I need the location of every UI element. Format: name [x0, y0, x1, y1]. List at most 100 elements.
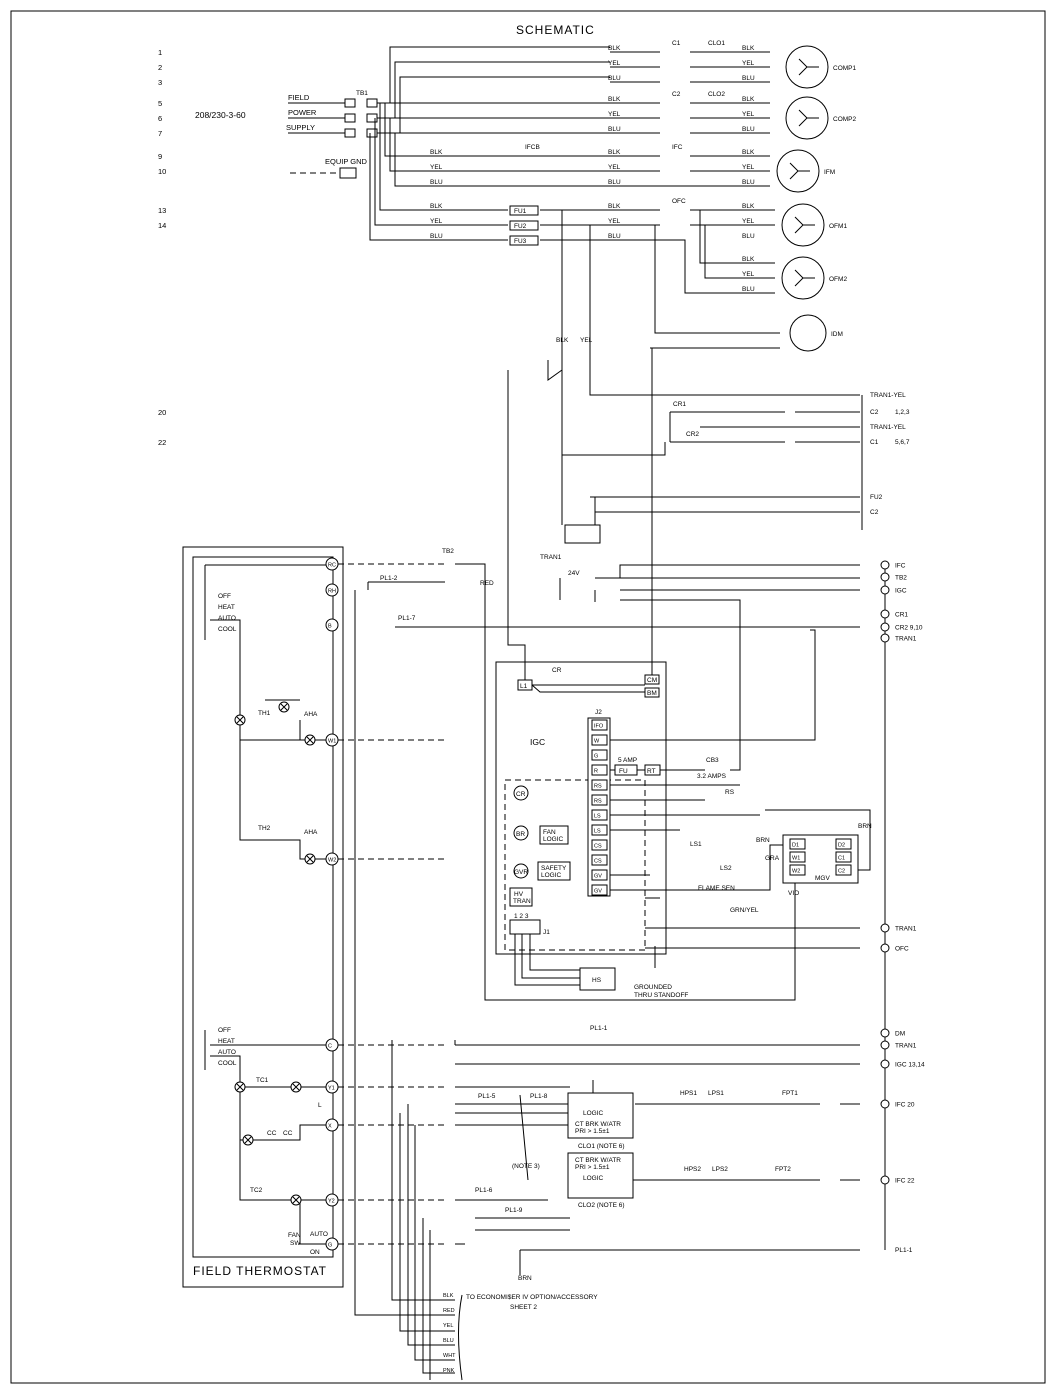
fan-sw-2: SW [290, 1240, 301, 1247]
clo2-ct: CT BRK W/ATR [575, 1157, 621, 1164]
j2-pin-label: G [594, 754, 598, 760]
j2-pin-label: IFO [594, 724, 604, 730]
c2-label: C2 [672, 91, 681, 98]
ifcb-label: IFCB [525, 144, 540, 151]
power-word-label: POWER [288, 108, 317, 117]
grounded-2: THRU STANDOFF [634, 992, 688, 999]
grn-yel-label-2: GRN/YEL [730, 907, 759, 914]
right-ref-label: IFC 22 [895, 1178, 915, 1185]
br-coil: BR [516, 831, 525, 838]
l-label: L [318, 1102, 322, 1109]
wire-label: BLK [608, 203, 621, 210]
tstat-terminal [325, 618, 339, 632]
flame-sen-label: FLAME SEN [698, 885, 735, 892]
clo2-note: CLO2 (NOTE 6) [578, 1202, 625, 1209]
ofm2-wires [660, 210, 775, 294]
tstat-terminal-label: Y1 [328, 1086, 335, 1092]
j2-output-wires [610, 599, 816, 831]
wire-label: YEL [742, 164, 755, 171]
line-number: 5 [158, 99, 162, 108]
wire-label: BLK [742, 203, 755, 210]
five-amp-label: 5 AMP [618, 757, 637, 764]
j1-label: J1 [543, 929, 550, 936]
pl1-1-label: PL1-1 [590, 1025, 608, 1032]
note3-label: (NOTE 3) [512, 1163, 540, 1170]
right-ref-label: CR1 [895, 612, 908, 619]
line-number: 14 [158, 221, 166, 230]
field-label: FIELD [288, 93, 310, 102]
wire-label: YEL [608, 164, 621, 171]
relay-wires [669, 395, 863, 530]
th1-label: TH1 [258, 710, 271, 717]
wire-label: YEL [430, 218, 443, 225]
tb1-label: TB1 [356, 90, 368, 97]
ref-tran1-yel-1: TRAN1-YEL [870, 392, 906, 399]
econ-wire-label: BLU [443, 1338, 454, 1344]
line-number: 3 [158, 78, 162, 87]
ref-tran1-yel-2: TRAN1-YEL [870, 424, 906, 431]
j2-pin-label: CS [594, 844, 602, 850]
line-number: 9 [158, 152, 162, 161]
right-ref-label: TRAN1 [895, 1043, 917, 1050]
right-ref-label: IGC 13,14 [895, 1062, 925, 1069]
supply-wires [288, 102, 345, 134]
rs-label: RS [725, 789, 735, 796]
hv-tran-2: TRAN [513, 898, 531, 905]
econ-wires [354, 590, 455, 1380]
mgv-pin-label: D1 [792, 843, 799, 849]
power-label: 208/230-3-60 [195, 110, 246, 120]
econ-wire-label: YEL [443, 1323, 453, 1329]
th2-label: TH2 [258, 825, 271, 832]
switch-pos-bottom: HEAT [218, 1038, 235, 1045]
on-label: ON [310, 1249, 320, 1256]
j2-pin-label: LS [594, 829, 601, 835]
bm-label: BM [647, 690, 657, 697]
mgv-label: MGV [815, 875, 830, 882]
right-ref-label: DM [895, 1031, 905, 1038]
clo2-board [567, 1152, 634, 1199]
right-ref-label: CR2 9,10 [895, 625, 923, 632]
comp1-feed [377, 46, 610, 134]
switch-pos-bottom: COOL [218, 1060, 237, 1067]
thermostat-inner [192, 556, 334, 1258]
clo1-note: CLO1 (NOTE 6) [578, 1143, 625, 1150]
hps1-label: HPS1 [680, 1090, 697, 1097]
clo1-logic: LOGIC [583, 1110, 604, 1117]
motor-label: COMP1 [833, 65, 857, 72]
thermostat-title: FIELD THERMOSTAT [193, 1264, 327, 1278]
cc-label-2: CC [283, 1130, 293, 1137]
wire-label: YEL [608, 218, 621, 225]
fpt1-label: FPT1 [782, 1090, 798, 1097]
hps2-label: HPS2 [684, 1166, 701, 1173]
line-number: 10 [158, 167, 166, 176]
switch-pos-top: COOL [218, 626, 237, 633]
fan-logic-2: LOGIC [543, 836, 564, 843]
page-border [10, 10, 1046, 1384]
clo2-logic: LOGIC [583, 1175, 604, 1182]
tstat-terminal-label: Y2 [328, 1199, 335, 1205]
wire-label: YEL [742, 218, 755, 225]
j2-connector [587, 717, 611, 897]
econ-wire-label: BLK [443, 1293, 454, 1299]
cr-coil: CR [516, 791, 526, 798]
right-ref-label: IFC 20 [895, 1102, 915, 1109]
clo2-pri: PRI > 1.5±1 [575, 1164, 610, 1171]
motor-idm [789, 314, 827, 352]
right-ref-label: TRAN1 [895, 926, 917, 933]
j2-pin-label: RS [594, 784, 602, 790]
right-ref-label: IGC [895, 588, 907, 595]
wire-label: BLK [742, 149, 755, 156]
idm-wires [650, 225, 780, 349]
mgv-pin-label: C1 [838, 856, 845, 862]
grounded-1: GROUNDED [634, 984, 672, 991]
gnd-terminal [339, 167, 357, 179]
cr1-label: CR1 [673, 401, 686, 408]
motor-label: OFM2 [829, 276, 847, 283]
tstat-terminal-label: W1 [328, 739, 336, 745]
wire-label: YEL [608, 111, 621, 118]
wire-label: BLU [608, 179, 621, 186]
line-number: 22 [158, 438, 166, 447]
wire-label: YEL [608, 60, 621, 67]
